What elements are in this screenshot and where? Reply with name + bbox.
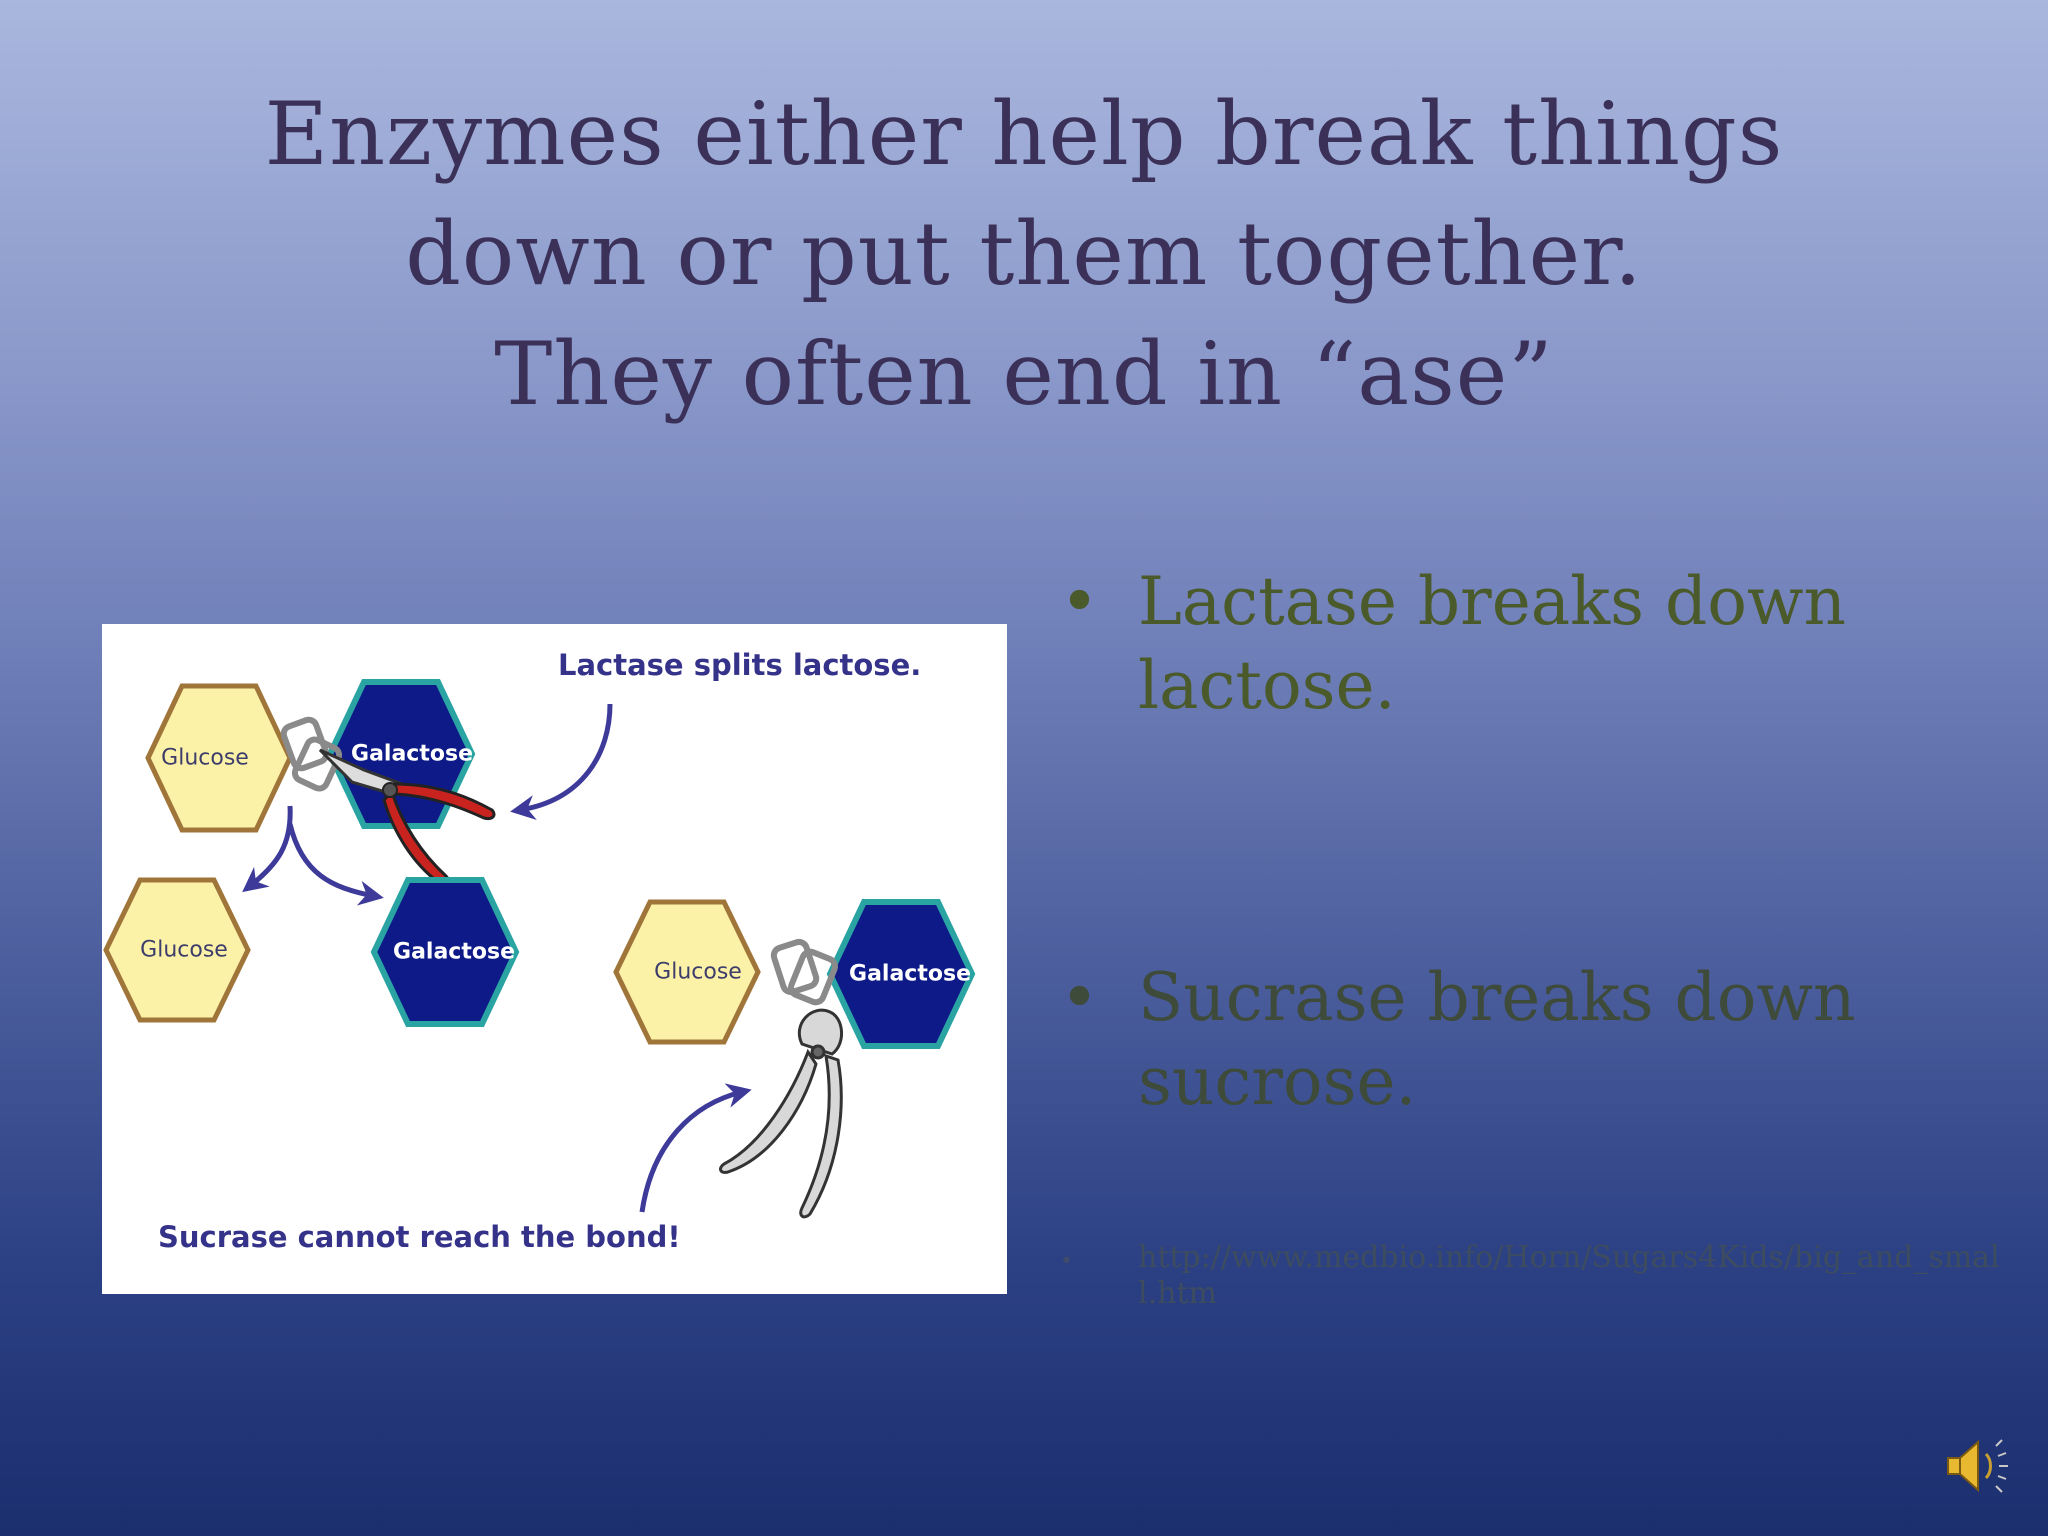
arrow-split-left bbox=[242, 805, 293, 893]
hexagon-left-galactose bbox=[370, 877, 520, 1027]
bond-link-right bbox=[770, 938, 838, 1006]
label-left-galactose: Galactose bbox=[393, 939, 515, 965]
bullet-marker: • bbox=[1060, 563, 1099, 640]
label-left-glucose: Glucose bbox=[140, 937, 228, 963]
speaker-icon[interactable] bbox=[1944, 1434, 2012, 1498]
nippers-gray-icon bbox=[719, 1008, 843, 1219]
label-right-glucose: Glucose bbox=[654, 959, 742, 985]
hexagon-left-glucose bbox=[103, 877, 251, 1023]
enzyme-diagram-image: Lactase splits lactose. Sucrase cannot r… bbox=[102, 624, 1007, 1294]
bullet-marker: • bbox=[1060, 1249, 1073, 1274]
bullet-marker: • bbox=[1060, 959, 1099, 1036]
bullet-text: Sucrase breaks down sucrose. bbox=[1138, 959, 1856, 1120]
arrow-sucrase bbox=[639, 1083, 752, 1213]
arrow-split-right bbox=[287, 823, 384, 906]
label-top-glucose: Glucose bbox=[161, 745, 249, 771]
caption-lactase: Lactase splits lactose. bbox=[558, 648, 922, 682]
hexagon-right-galactose bbox=[826, 899, 976, 1049]
caption-sucrase: Sucrase cannot reach the bond! bbox=[158, 1220, 681, 1254]
arrow-lactase bbox=[510, 703, 613, 820]
enzyme-diagram-graphics bbox=[103, 679, 976, 1219]
title-line-2: down or put them together. bbox=[405, 203, 1643, 305]
title-line-3: They often end in “ase” bbox=[494, 323, 1554, 425]
label-right-galactose: Galactose bbox=[849, 961, 971, 987]
bullet-text: Lactase breaks down lactose. bbox=[1138, 563, 1846, 724]
slide-title: Enzymes either help break things down or… bbox=[120, 74, 1928, 434]
bond-link-top bbox=[280, 716, 343, 792]
source-link[interactable]: http://www.medbio.info/Horn/Sugars4Kids/… bbox=[1138, 1240, 2000, 1311]
title-line-1: Enzymes either help break things bbox=[264, 83, 1784, 185]
label-top-galactose: Galactose bbox=[351, 741, 473, 767]
hexagon-right-glucose bbox=[613, 899, 761, 1045]
